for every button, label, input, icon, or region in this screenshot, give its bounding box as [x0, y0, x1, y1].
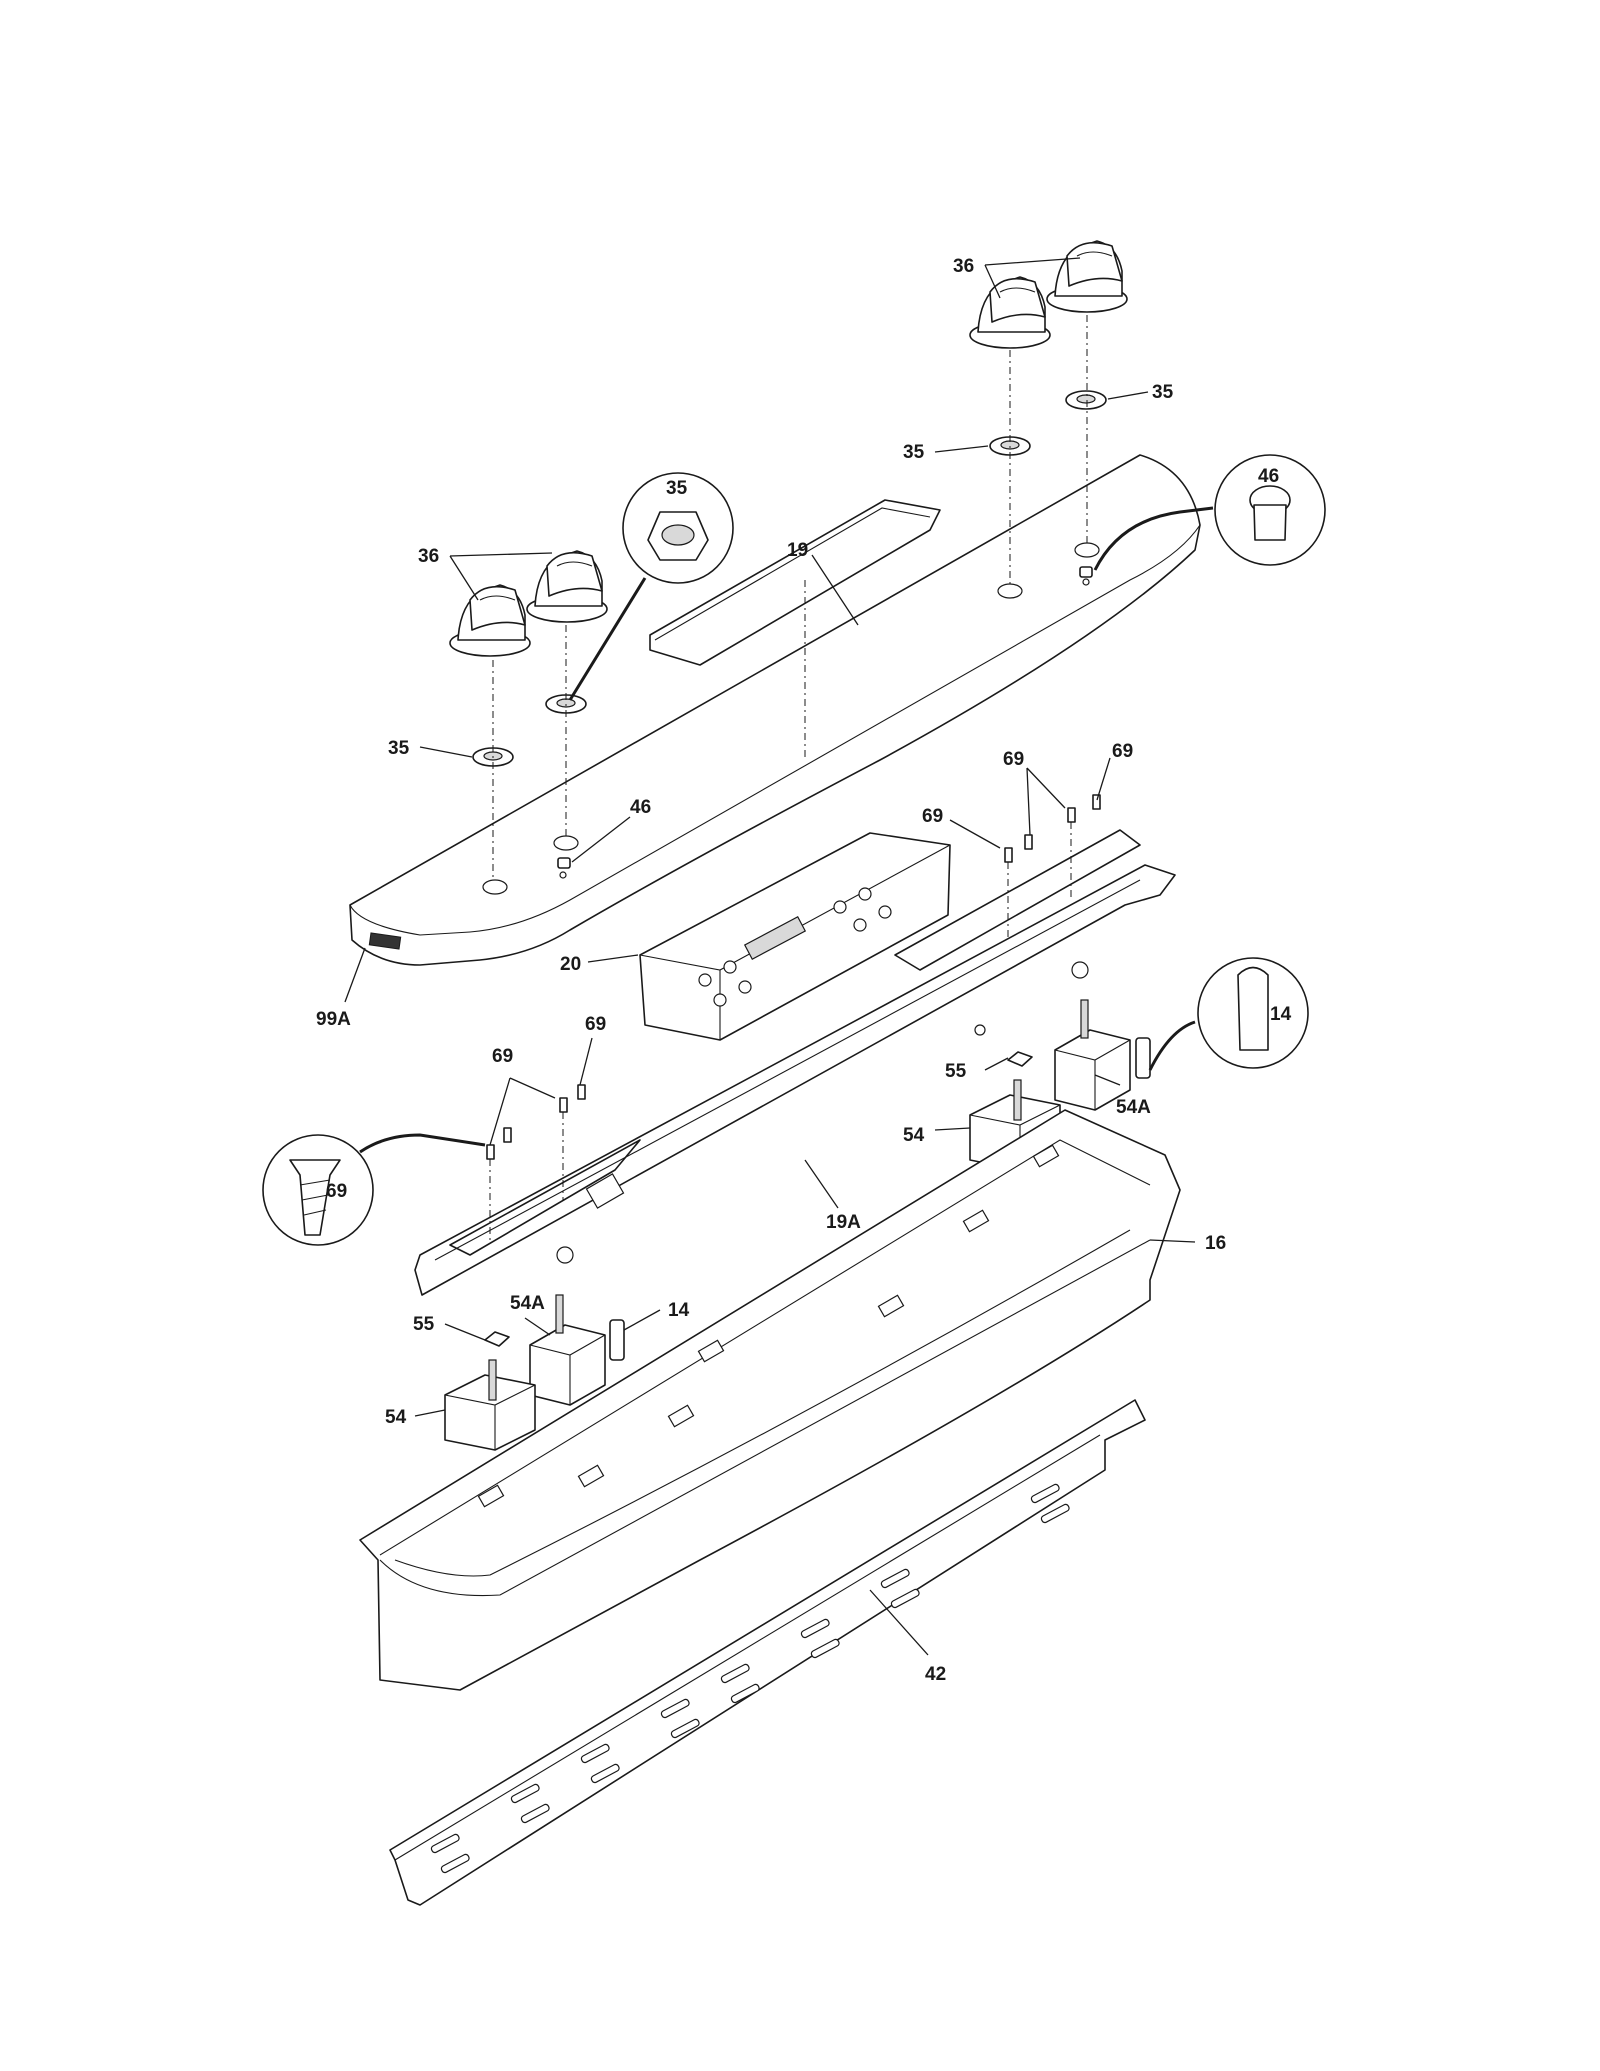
callout-54-right: 54: [903, 1125, 925, 1146]
callout-69-b: 69: [1112, 741, 1133, 762]
signal-light-14-left: [609, 1319, 625, 1361]
knob-36-left-a: [449, 584, 531, 657]
leader-lines: [344, 257, 1196, 1656]
callout-labels: 36 35 35 46 19 35 36 35 46 69 69 69 20 9…: [316, 256, 1292, 1685]
inset-69: [262, 1133, 486, 1246]
callout-54A-left: 54A: [510, 1293, 545, 1314]
callout-69-inset: 69: [326, 1181, 347, 1202]
callout-69-d: 69: [492, 1046, 513, 1067]
knob-stop-55-right: [1007, 1051, 1033, 1067]
washer-35-right-b: [1065, 390, 1107, 410]
callout-35-inset: 35: [666, 478, 688, 499]
callout-20: 20: [560, 954, 581, 975]
callout-19: 19: [787, 540, 808, 561]
callout-55-left: 55: [413, 1314, 435, 1335]
callout-69-c: 69: [922, 806, 943, 827]
knob-36-right-a: [969, 276, 1051, 349]
callout-99A: 99A: [316, 1009, 351, 1030]
callout-54A-right: 54A: [1116, 1097, 1151, 1118]
knob-36-left-b: [526, 550, 608, 623]
callout-55-right: 55: [945, 1061, 967, 1082]
knob-stop-55-left: [484, 1331, 510, 1347]
callout-46-left: 46: [630, 797, 651, 818]
callout-69-a: 69: [1003, 749, 1024, 770]
callout-42: 42: [925, 1664, 946, 1685]
control-board-20: [639, 832, 951, 1041]
screws-69: [486, 794, 1101, 1240]
callout-36-right: 36: [953, 256, 974, 277]
callout-14-inset: 14: [1270, 1004, 1292, 1025]
infinite-switch-54A-right: [1054, 999, 1131, 1111]
callout-35-right-lower: 35: [903, 442, 925, 463]
control-panel-19: [349, 454, 1201, 966]
callout-69-e: 69: [585, 1014, 606, 1035]
inset-14: [1148, 957, 1309, 1071]
panel-bracket-19A: [414, 829, 1176, 1296]
callout-16: 16: [1205, 1233, 1226, 1254]
callout-54-left: 54: [385, 1407, 407, 1428]
callout-36-left: 36: [418, 546, 439, 567]
inset-46: [1093, 454, 1326, 571]
backguard-16: [359, 1109, 1181, 1691]
callout-14-left: 14: [668, 1300, 690, 1321]
callout-19A: 19A: [826, 1212, 861, 1233]
signal-light-14-right: [1135, 1037, 1151, 1079]
callout-46-inset: 46: [1258, 466, 1279, 487]
trim-42: [389, 1399, 1146, 1906]
callout-35-right-upper: 35: [1152, 382, 1174, 403]
callout-35-left: 35: [388, 738, 410, 759]
inset-35: [568, 472, 734, 701]
knob-36-right-b: [1046, 240, 1128, 313]
infinite-switch-54-left: [444, 1359, 536, 1451]
